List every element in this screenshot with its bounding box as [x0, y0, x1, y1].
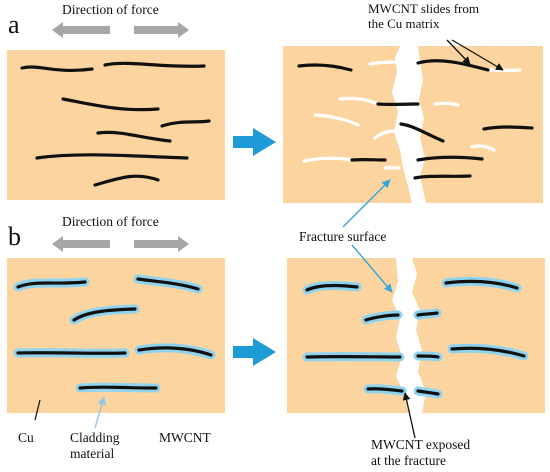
fracture-surface-label: Fracture surface [299, 229, 387, 244]
nanotube [96, 130, 172, 143]
nanotube [416, 155, 484, 162]
slide-callout-label: MWCNT slides from the Cu matrix [368, 1, 479, 31]
panel-label-a: a [8, 10, 20, 39]
force-arrow-right-icon [134, 22, 189, 38]
nanotube [399, 122, 445, 143]
nanotube [93, 174, 160, 187]
nanotube [61, 97, 160, 112]
nanotube [103, 61, 206, 68]
matrix-block-a-before [7, 50, 225, 200]
callout-arrow-slide-1 [446, 39, 471, 65]
nanotube [444, 279, 519, 290]
process-arrow-a-icon [233, 128, 276, 156]
nanotube [305, 283, 359, 292]
panel-label-b: b [8, 222, 21, 251]
cladded-nanotubes-b-after [302, 276, 529, 399]
nanotube [416, 389, 440, 396]
nanotube [297, 63, 353, 72]
callout-arrow-exposed [402, 392, 416, 439]
nanotubes-a-before [20, 61, 211, 187]
nanotube [137, 346, 213, 357]
force-direction-label-b: Direction of force [62, 214, 159, 229]
nanotube [72, 307, 137, 322]
process-arrow-b-icon [233, 338, 276, 366]
force-direction-label-a: Direction of force [62, 2, 159, 17]
nanotube [78, 385, 158, 390]
nanotube [416, 354, 440, 359]
cladded-nanotubes-b-before [13, 274, 216, 393]
nanotubes-a-after [297, 59, 534, 180]
force-arrow-right-icon [134, 236, 189, 252]
cu-label: Cu [18, 430, 34, 445]
nanotube [160, 119, 211, 128]
cladding-material-label: Cladding material [70, 430, 120, 461]
fracture-crack-b [392, 258, 426, 413]
callout-arrow-cladding [94, 396, 106, 429]
nanotube [416, 311, 439, 317]
nanotube [16, 280, 87, 289]
callout-arrow-cu [34, 399, 41, 421]
nanotube [450, 346, 526, 358]
callout-arrow-fracture-b [351, 244, 393, 293]
callout-arrow-slide-2 [451, 39, 504, 71]
callout-arrow-fracture-a [342, 179, 391, 228]
nanotube [35, 153, 189, 160]
nanotube [366, 387, 404, 393]
nanotube [416, 59, 490, 72]
force-arrow-left-icon [52, 22, 110, 38]
exposed-callout-label: MWCNT exposed at the fracture [371, 437, 471, 468]
nanotube [20, 65, 94, 73]
force-arrow-left-icon [52, 236, 110, 252]
nanotube [413, 174, 472, 180]
mwcnt-label: MWCNT [159, 430, 211, 445]
nanotube [364, 313, 400, 322]
nanotube [136, 277, 200, 291]
nanotube [16, 351, 127, 355]
nanotube [482, 125, 534, 131]
